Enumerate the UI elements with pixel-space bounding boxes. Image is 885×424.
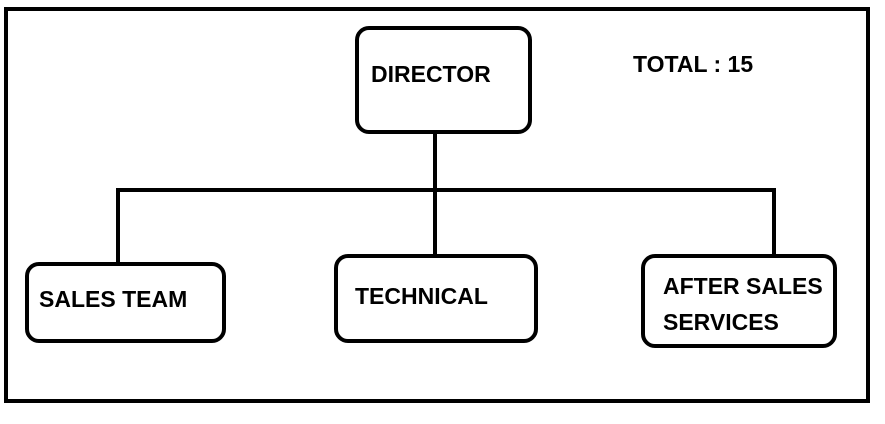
director-label: DIRECTOR <box>371 61 491 87</box>
after-sales-services-label: AFTER SALES SERVICES <box>663 273 823 335</box>
diagram-frame <box>4 7 870 403</box>
sales-team-label: SALES TEAM <box>39 286 188 312</box>
technical-label: TECHNICAL <box>355 283 488 309</box>
total-label: TOTAL : 15 <box>633 51 754 77</box>
director-node: DIRECTOR <box>355 26 532 134</box>
sales-team-node: SALES TEAM <box>25 262 226 343</box>
after-sales-services-node: AFTER SALES SERVICES <box>641 254 837 348</box>
technical-node: TECHNICAL <box>334 254 538 343</box>
